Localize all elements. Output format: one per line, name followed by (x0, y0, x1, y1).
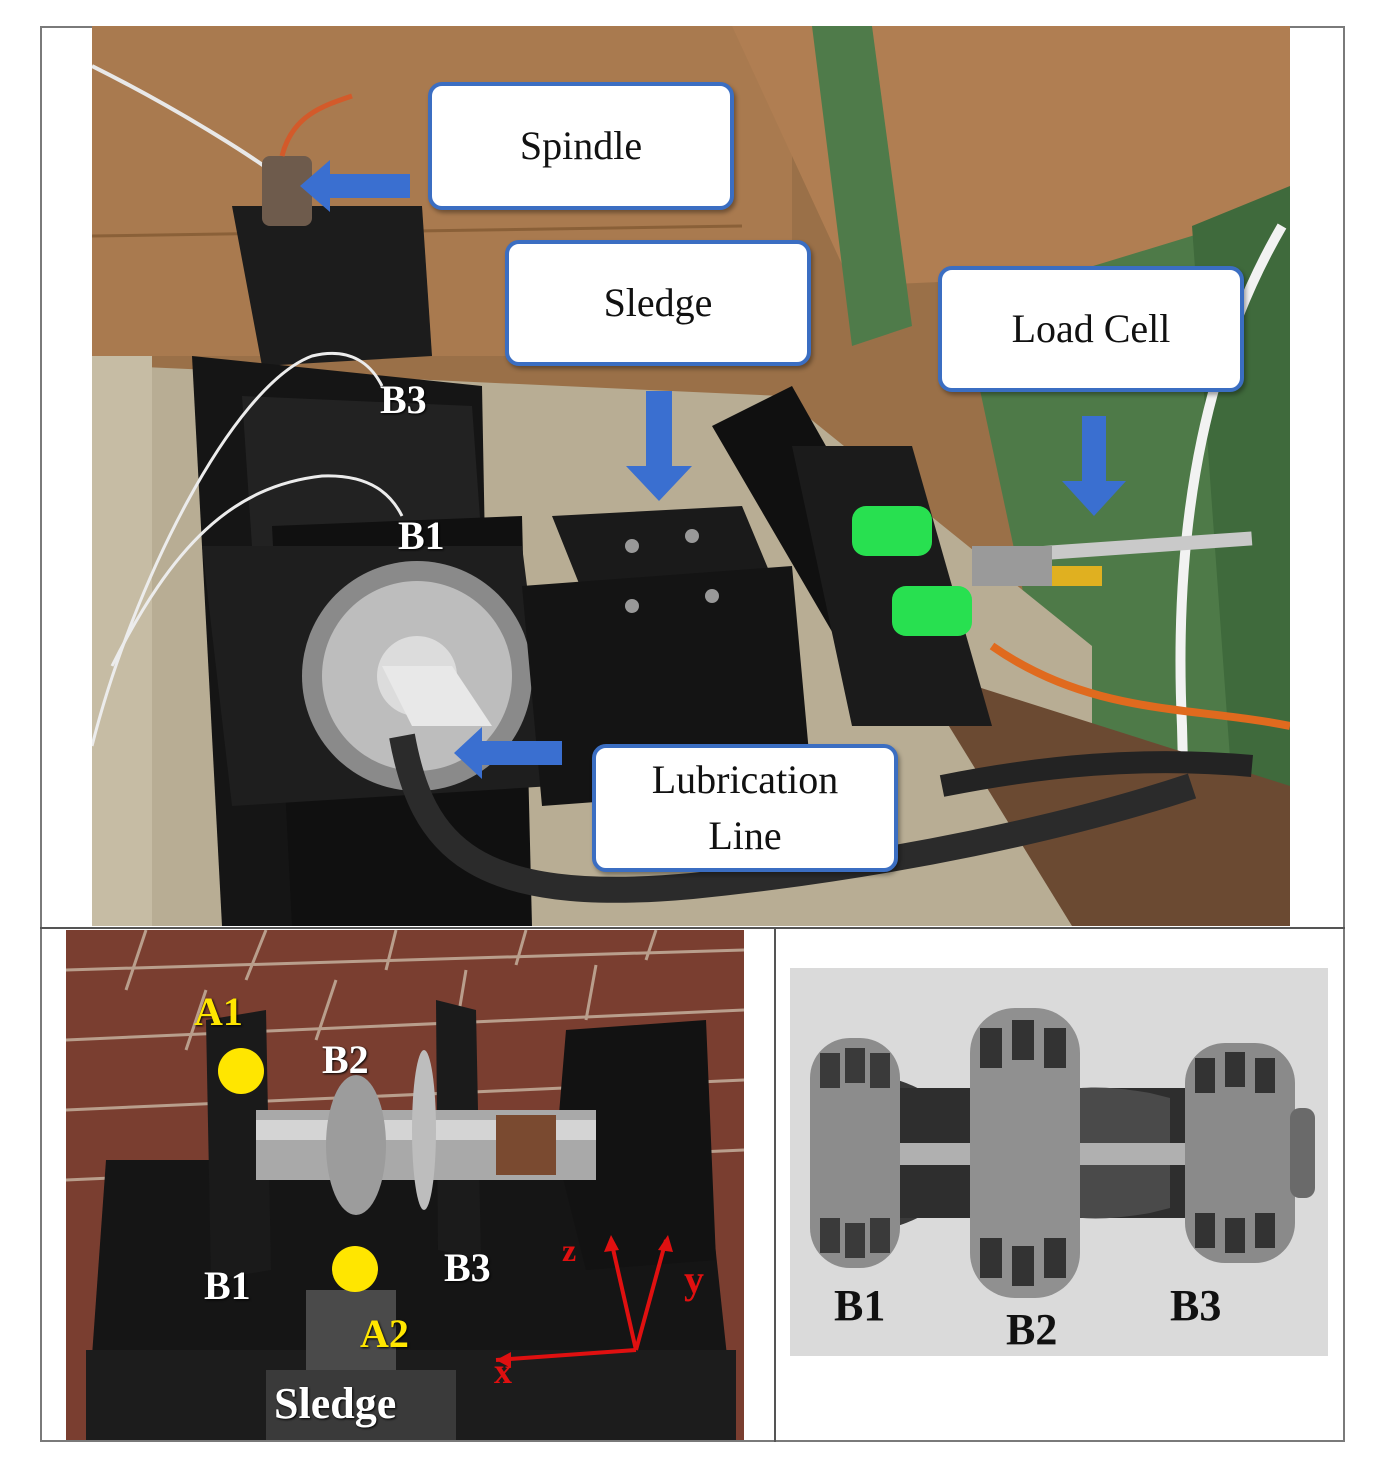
arrow-load-cell (1062, 416, 1126, 516)
callout-load-cell: Load Cell (938, 266, 1244, 392)
arrow-lubrication (454, 727, 562, 779)
label-br-b2: B2 (1006, 1305, 1058, 1354)
arrow-spindle (300, 160, 410, 212)
bearing-shaft-illustration (790, 968, 1328, 1356)
callout-spindle-text: Spindle (519, 123, 643, 168)
callout-lubrication-line: Lubrication Line (592, 744, 898, 872)
bearing-shaft-photo (790, 968, 1328, 1356)
label-br-b1: B1 (834, 1281, 886, 1330)
label-br-b3: B3 (1170, 1281, 1222, 1330)
callout-lubrication-text-line2: Line (708, 813, 782, 858)
label-bl-b2: B2 (322, 1037, 369, 1082)
callout-load-cell-text: Load Cell (1011, 306, 1171, 351)
label-a2: A2 (360, 1311, 409, 1356)
callout-sledge-text: Sledge (603, 280, 713, 325)
bearing-rig-photo (66, 930, 744, 1440)
divider-vertical (774, 927, 776, 1442)
coordinate-axes (495, 1239, 668, 1362)
divider-horizontal (40, 927, 1345, 929)
label-bl-b3: B3 (444, 1245, 491, 1290)
bearing-rig-illustration (66, 930, 744, 1440)
label-bl-b1: B1 (204, 1263, 251, 1308)
label-a1: A1 (194, 989, 243, 1034)
label-axis-y: y (684, 1257, 704, 1302)
callout-spindle: Spindle (428, 82, 734, 210)
label-top-b1: B1 (398, 513, 445, 558)
label-bl-sledge: Sledge (274, 1379, 397, 1428)
accelerometer-marker-a2 (332, 1246, 378, 1292)
label-top-b3: B3 (380, 377, 427, 422)
accelerometer-marker-a1 (218, 1048, 264, 1094)
callout-lubrication-text-line1: Lubrication (651, 757, 839, 802)
arrow-sledge (626, 391, 692, 501)
label-axis-x: x (494, 1351, 512, 1391)
label-axis-z: z (562, 1232, 577, 1268)
callout-sledge: Sledge (505, 240, 811, 366)
